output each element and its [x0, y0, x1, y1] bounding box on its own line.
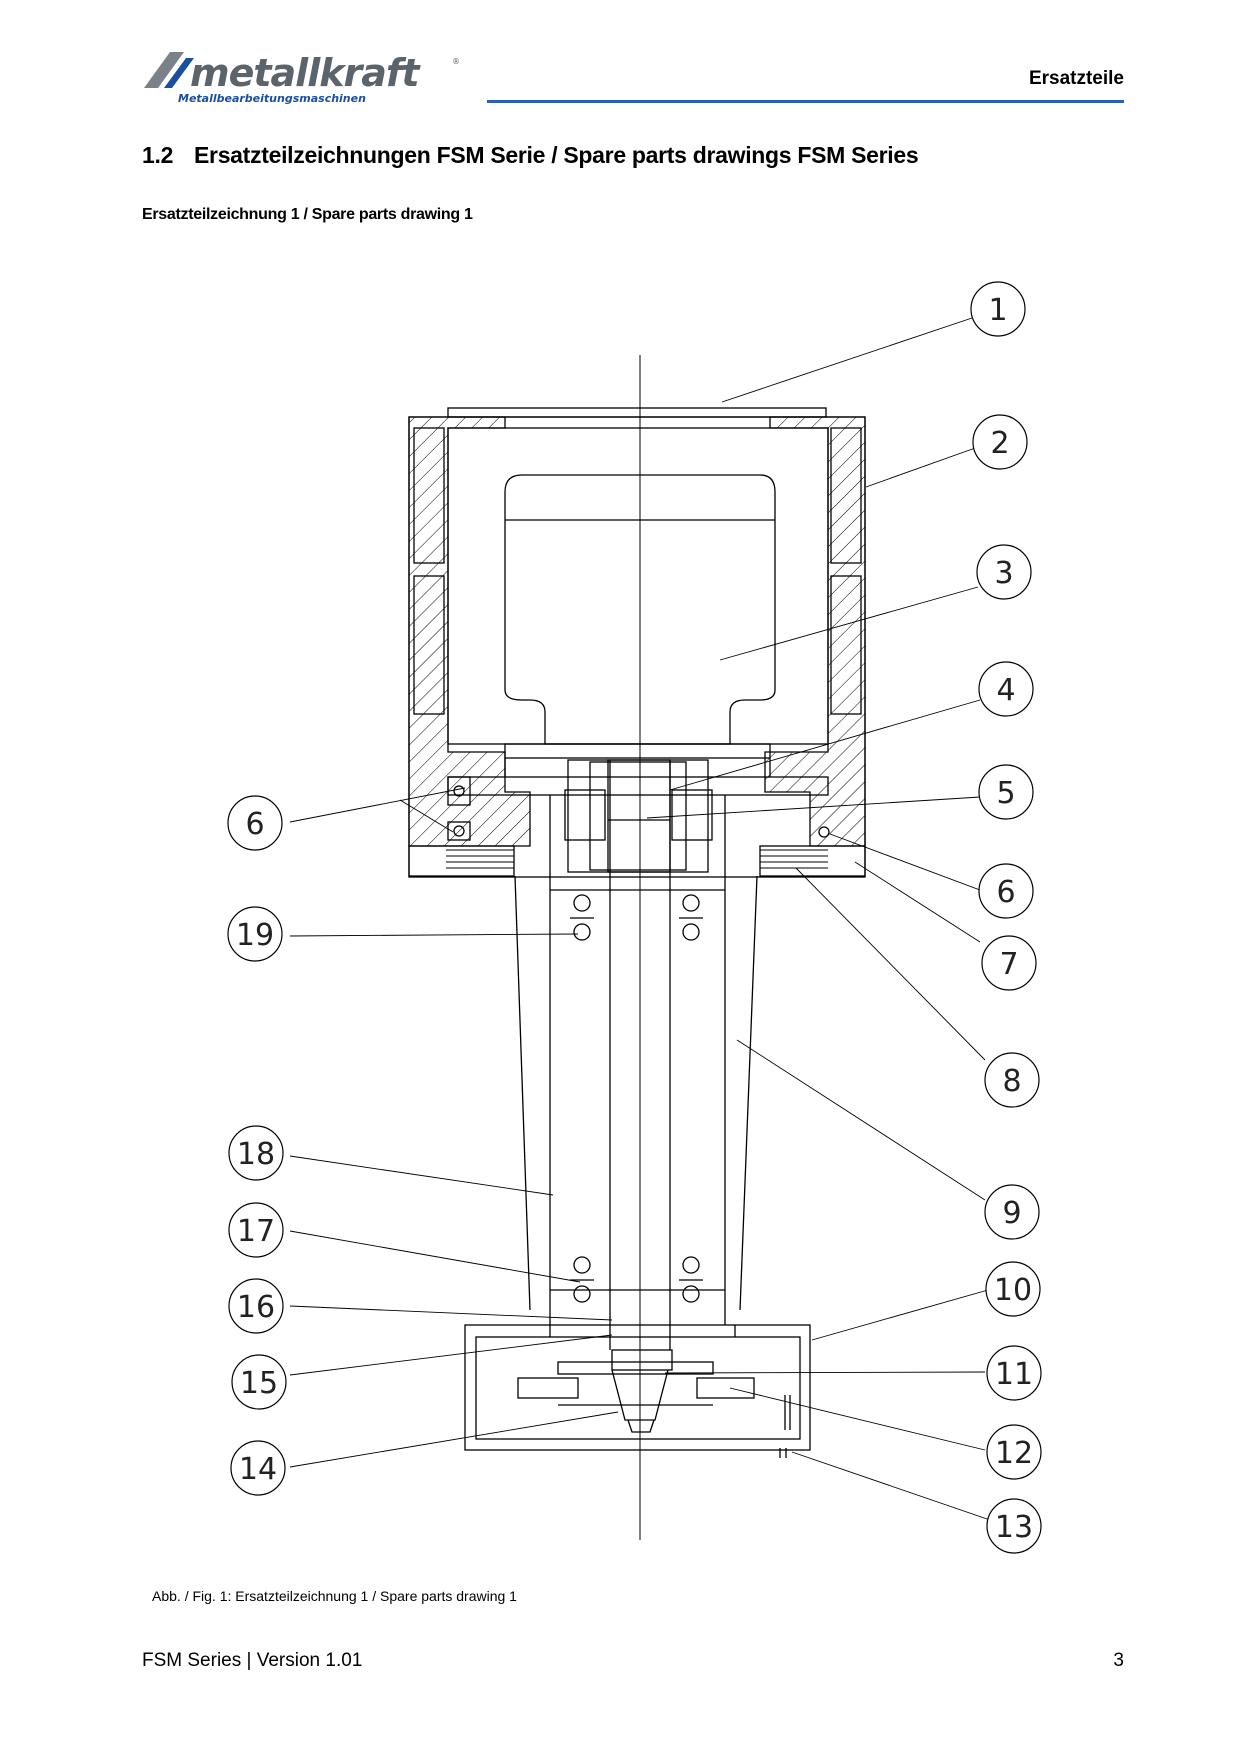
- callout-11: 11: [995, 1357, 1033, 1392]
- callout-4: 4: [996, 673, 1015, 708]
- callout-10: 10: [994, 1273, 1032, 1308]
- callout-6-right: 6: [996, 875, 1015, 910]
- callout-18: 18: [237, 1137, 275, 1172]
- header-rule: [487, 100, 1124, 103]
- svg-text:®: ®: [452, 57, 460, 66]
- metallkraft-logo: metallkraft ® Metallbearbeitungsmaschine…: [144, 51, 460, 105]
- header-section-label: Ersatzteile: [1028, 68, 1124, 89]
- section-title-text: Ersatzteilzeichnungen FSM Serie / Spare …: [194, 142, 919, 168]
- callout-5: 5: [996, 776, 1015, 811]
- callout-6-left: 6: [245, 807, 264, 842]
- callout-7: 7: [999, 947, 1018, 982]
- section-number: 1.2: [142, 142, 174, 168]
- callout-9: 9: [1002, 1196, 1021, 1231]
- svg-text:Metallbearbeitungsmaschinen: Metallbearbeitungsmaschinen: [178, 92, 366, 105]
- callout-16: 16: [237, 1290, 275, 1325]
- callout-13: 13: [995, 1510, 1033, 1545]
- callout-1: 1: [988, 293, 1007, 328]
- section-title: 1.2 Ersatzteilzeichnungen FSM Serie / Spa…: [142, 142, 919, 169]
- callout-3: 3: [994, 556, 1013, 591]
- footer-doc-version: FSM Series | Version 1.01: [142, 1650, 363, 1671]
- callout-14: 14: [239, 1452, 277, 1487]
- callout-17: 17: [237, 1214, 275, 1249]
- callout-8: 8: [1002, 1064, 1021, 1099]
- svg-text:metallkraft: metallkraft: [190, 51, 421, 95]
- callout-12: 12: [995, 1436, 1033, 1471]
- footer-page-number: 3: [1113, 1650, 1124, 1671]
- callout-2: 2: [990, 426, 1009, 461]
- figure-caption: Abb. / Fig. 1: Ersatzteilzeichnung 1 / S…: [152, 1588, 517, 1604]
- callout-15: 15: [240, 1366, 278, 1401]
- drawing-subtitle: Ersatzteilzeichnung 1 / Spare parts draw…: [142, 206, 473, 223]
- callout-19: 19: [236, 918, 274, 953]
